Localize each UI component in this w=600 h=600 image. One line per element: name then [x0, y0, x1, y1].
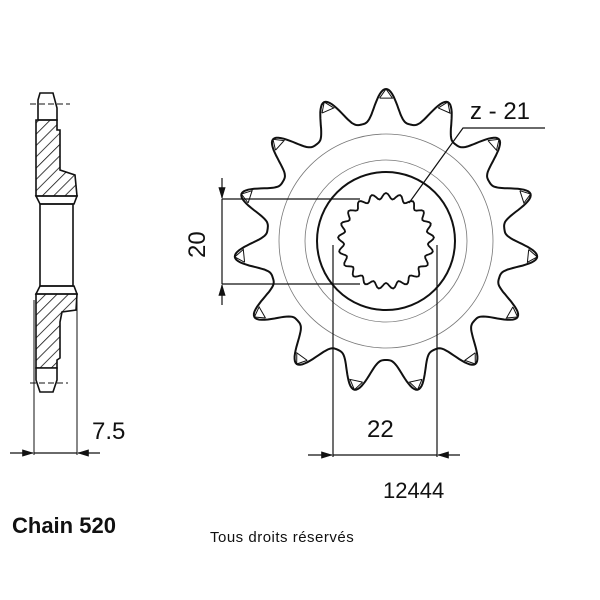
tooth-tip-chamfer	[519, 190, 532, 205]
pitch-circle	[278, 133, 494, 349]
front-view	[218, 87, 545, 459]
sprocket-outline	[233, 87, 539, 391]
hub-circle	[304, 159, 468, 323]
copyright-notice: Tous droits réservés	[210, 529, 355, 546]
tooth-tip-chamfer	[253, 305, 266, 319]
tooth-tip-chamfer	[487, 138, 500, 152]
chain-size: Chain 520	[12, 513, 116, 538]
tooth-tip-chamfer	[233, 248, 246, 263]
tooth-tip-chamfer	[463, 352, 476, 365]
tooth-tip-chamfer	[321, 101, 335, 114]
tooth-tips	[233, 88, 539, 391]
tooth-tip-chamfer	[349, 378, 363, 391]
tooth-tip-chamfer	[505, 306, 519, 319]
tooth-tip-chamfer	[437, 101, 451, 114]
spline-width-dimension-label: 22	[367, 416, 394, 443]
hub-bore-circle	[316, 171, 456, 311]
tooth-tip-chamfer	[296, 351, 308, 365]
tooth-count-label: z - 21	[470, 98, 531, 125]
width-dimension-label: 7.5	[92, 418, 126, 445]
tooth-tip-chamfer	[408, 378, 423, 391]
tooth-tip-chamfer	[526, 249, 539, 264]
spline-height-dimension-label: 20	[184, 231, 211, 258]
side-view	[10, 92, 100, 457]
tooth-tip-chamfer	[379, 88, 394, 99]
part-number: 12444	[383, 478, 445, 503]
spline-outline	[337, 191, 435, 290]
tooth-tip-chamfer	[272, 138, 286, 151]
